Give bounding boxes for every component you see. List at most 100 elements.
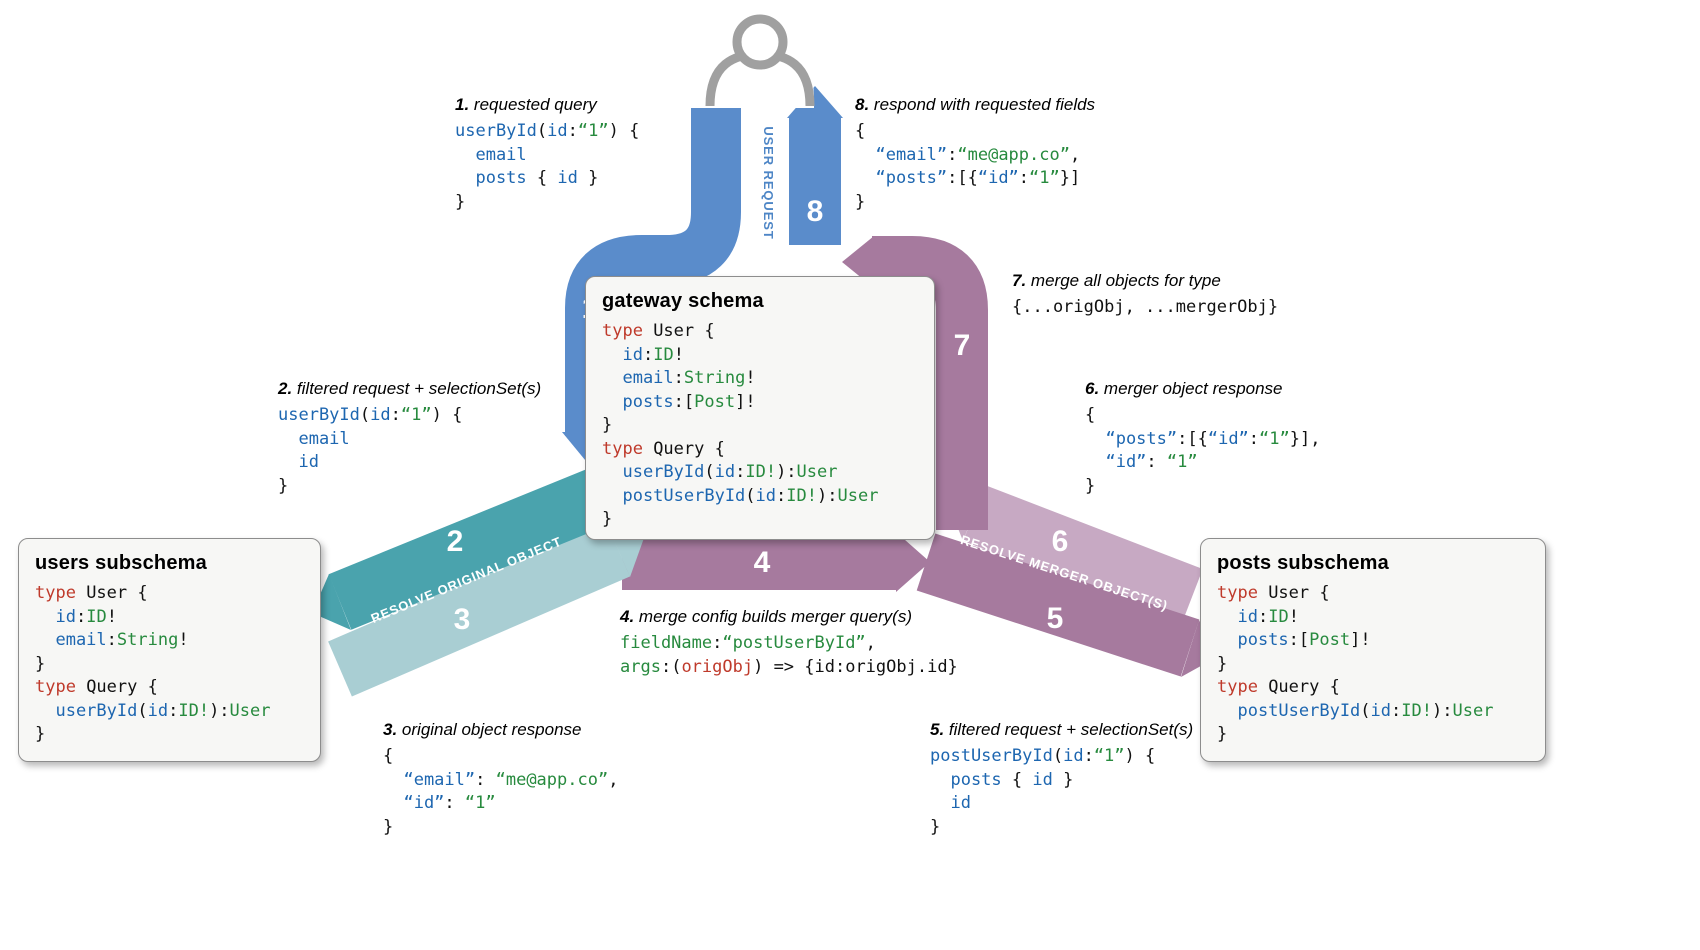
gateway-schema-title: gateway schema bbox=[602, 290, 764, 312]
code-line: posts:[Post]! bbox=[1217, 630, 1371, 650]
arrow-band-2 bbox=[328, 455, 644, 630]
code-line: postUserById(id:ID!):User bbox=[1217, 700, 1494, 721]
users-subschema-code: type User { id:ID! email:String!} type Qu… bbox=[35, 582, 304, 747]
code-line: “id”: “1” bbox=[383, 793, 496, 813]
code-line: email:String! bbox=[35, 630, 189, 650]
step-number: 8. bbox=[855, 95, 870, 114]
code-line: } bbox=[383, 816, 394, 837]
annotation-step-3: 3. original object response { “email”: “… bbox=[383, 720, 618, 839]
band-step-2: 2 bbox=[447, 525, 464, 558]
code-line: } bbox=[278, 475, 289, 496]
code-line: { bbox=[1085, 405, 1096, 425]
step-number: 5. bbox=[930, 720, 945, 739]
code-line: userById(id:ID!):User bbox=[35, 700, 271, 721]
band-step-6: 6 bbox=[1052, 525, 1069, 558]
band-step-7: 7 bbox=[954, 329, 971, 362]
step-label: merger object response bbox=[1103, 379, 1283, 398]
step-label: merge config builds merger query(s) bbox=[638, 607, 912, 626]
code-line: } bbox=[855, 191, 866, 212]
annotation-code: postUserById(id:“1”) { posts { id } id} bbox=[930, 745, 1193, 839]
step-number: 3. bbox=[383, 720, 398, 739]
code-line: postUserById(id:“1”) { bbox=[930, 746, 1156, 766]
annotation-heading: 5. filtered request + selectionSet(s) bbox=[930, 720, 1193, 740]
posts-subschema-title: posts subschema bbox=[1217, 552, 1389, 574]
code-line: } bbox=[1217, 653, 1228, 674]
annotation-code: { “posts”:[{“id”:“1”}], “id”: “1”} bbox=[1085, 404, 1320, 498]
arrow-head-5 bbox=[1181, 620, 1217, 677]
step-number: 6. bbox=[1085, 379, 1100, 398]
annotation-heading: 2. filtered request + selectionSet(s) bbox=[278, 379, 541, 399]
code-line: type Query { bbox=[602, 438, 725, 459]
step-number: 7. bbox=[1012, 271, 1027, 290]
code-line: id:ID! bbox=[1217, 606, 1299, 627]
user-icon bbox=[705, 14, 815, 108]
annotation-step-4: 4. merge config builds merger query(s) f… bbox=[620, 607, 958, 679]
code-line: “posts”:[{“id”:“1”}] bbox=[855, 168, 1081, 188]
annotation-step-5: 5. filtered request + selectionSet(s) po… bbox=[930, 720, 1193, 839]
annotation-step-7: 7. merge all objects for type {...origOb… bbox=[1012, 271, 1278, 320]
code-line: email bbox=[455, 144, 527, 165]
code-line: “posts”:[{“id”:“1”}], bbox=[1085, 428, 1321, 449]
arrow-head-8 bbox=[787, 86, 843, 118]
band-step-5: 5 bbox=[1047, 602, 1064, 635]
step-number: 2. bbox=[278, 379, 293, 398]
code-line: posts:[Post]! bbox=[602, 391, 756, 412]
posts-subschema-box: posts subschema type User { id:ID! posts… bbox=[1200, 538, 1546, 762]
code-line: email:String! bbox=[602, 368, 756, 388]
annotation-code: fieldName:“postUserById”,args:(origObj) … bbox=[620, 632, 958, 679]
code-line: } bbox=[35, 724, 46, 744]
code-line: posts { id } bbox=[455, 168, 599, 188]
annotation-heading: 6. merger object response bbox=[1085, 379, 1320, 399]
code-line: id:ID! bbox=[602, 344, 684, 365]
code-line: id bbox=[278, 452, 319, 472]
arrow-head-2 bbox=[312, 574, 351, 630]
code-line: type Query { bbox=[1217, 677, 1340, 697]
code-line: } bbox=[35, 653, 46, 674]
annotation-heading: 7. merge all objects for type bbox=[1012, 271, 1278, 291]
step-label: requested query bbox=[473, 95, 597, 114]
annotation-code: { “email”: “me@app.co”, “id”: “1”} bbox=[383, 745, 618, 839]
code-line: posts { id } bbox=[930, 769, 1074, 790]
annotation-step-2: 2. filtered request + selectionSet(s) us… bbox=[278, 379, 541, 498]
annotation-code: { “email”:“me@app.co”, “posts”:[{“id”:“1… bbox=[855, 120, 1095, 214]
user-icon-head bbox=[732, 14, 788, 70]
step-label: filtered request + selectionSet(s) bbox=[948, 720, 1194, 739]
arrow-band-7 bbox=[872, 236, 988, 530]
annotation-heading: 8. respond with requested fields bbox=[855, 95, 1095, 115]
annotation-heading: 1. requested query bbox=[455, 95, 639, 115]
code-line: id:ID! bbox=[35, 606, 117, 627]
arrow-band-6 bbox=[963, 485, 1203, 625]
code-line: fieldName:“postUserById”, bbox=[620, 633, 876, 653]
code-line: {...origObj, ...mergerObj} bbox=[1012, 297, 1279, 317]
code-line: } bbox=[602, 509, 613, 529]
code-line: type User { bbox=[1217, 583, 1330, 603]
arrow-head-7 bbox=[842, 236, 874, 288]
code-line: { bbox=[383, 746, 394, 766]
annotation-step-8: 8. respond with requested fields { “emai… bbox=[855, 95, 1095, 214]
code-line: “email”:“me@app.co”, bbox=[855, 144, 1081, 165]
step-label: merge all objects for type bbox=[1030, 271, 1221, 290]
code-line: } bbox=[1085, 475, 1096, 496]
annotation-heading: 3. original object response bbox=[383, 720, 618, 740]
annotation-step-6: 6. merger object response { “posts”:[{“i… bbox=[1085, 379, 1320, 498]
users-subschema-box: users subschema type User { id:ID! email… bbox=[18, 538, 321, 762]
code-line: type Query { bbox=[35, 677, 158, 697]
annotation-heading: 4. merge config builds merger query(s) bbox=[620, 607, 958, 627]
users-subschema-title: users subschema bbox=[35, 552, 207, 574]
band-step-4: 4 bbox=[754, 546, 771, 579]
step-label: filtered request + selectionSet(s) bbox=[296, 379, 542, 398]
code-line: userById(id:ID!):User bbox=[602, 462, 838, 482]
gateway-schema-code: type User { id:ID! email:String! posts:[… bbox=[602, 320, 918, 532]
code-line: type User { bbox=[35, 583, 148, 603]
code-line: postUserById(id:ID!):User bbox=[602, 485, 879, 506]
code-line: } bbox=[1217, 724, 1228, 744]
code-line: } bbox=[455, 191, 466, 212]
annotation-step-1: 1. requested query userById(id:“1”) { em… bbox=[455, 95, 639, 214]
step-number: 1. bbox=[455, 95, 470, 114]
step-label: original object response bbox=[401, 720, 582, 739]
code-line: userById(id:“1”) { bbox=[278, 405, 463, 425]
code-line: } bbox=[602, 415, 613, 435]
code-line: userById(id:“1”) { bbox=[455, 121, 640, 141]
arrow-head-4 bbox=[896, 532, 930, 592]
